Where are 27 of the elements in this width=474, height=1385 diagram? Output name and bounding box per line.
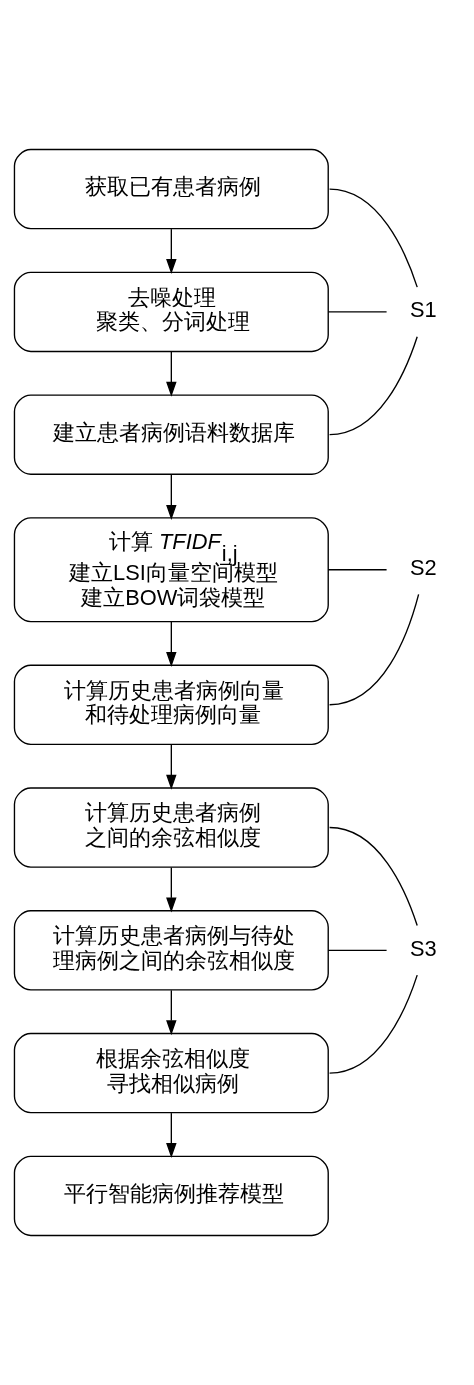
node-box: 计算历史患者病例 之间的余弦相似度: [13, 787, 329, 868]
connector: [327, 311, 387, 313]
node-text: S3: [409, 935, 437, 961]
connector: [328, 188, 418, 288]
node-box: 平行智能病例推荐模型: [13, 1155, 329, 1237]
arrow: [165, 866, 177, 913]
node-text: S1: [409, 297, 437, 323]
node-text: S2: [409, 554, 437, 580]
connector: [327, 569, 387, 571]
arrow: [165, 744, 177, 790]
node-box: 获取已有患者病例: [13, 148, 329, 230]
node-box: 计算历史患者病例向量 和待处理病例向量: [13, 664, 329, 745]
arrow: [165, 621, 177, 667]
connector: [328, 974, 418, 1074]
arrow: [165, 473, 177, 520]
connector: [328, 336, 418, 436]
arrow: [165, 989, 177, 1036]
node-box: 去噪处理 聚类、分词处理: [13, 271, 329, 353]
node-box: 根据余弦相似度 寻找相似病例: [13, 1032, 329, 1114]
connector: [328, 593, 419, 706]
node-box: 计算历史患者病例与待处理病例之间的余弦相似度: [13, 910, 329, 991]
node-box: 建立患者病例语料数据库: [13, 394, 329, 475]
connector: [327, 949, 387, 951]
arrow: [165, 1112, 177, 1158]
connector: [328, 826, 418, 927]
arrow: [165, 351, 177, 397]
arrow: [165, 228, 177, 274]
